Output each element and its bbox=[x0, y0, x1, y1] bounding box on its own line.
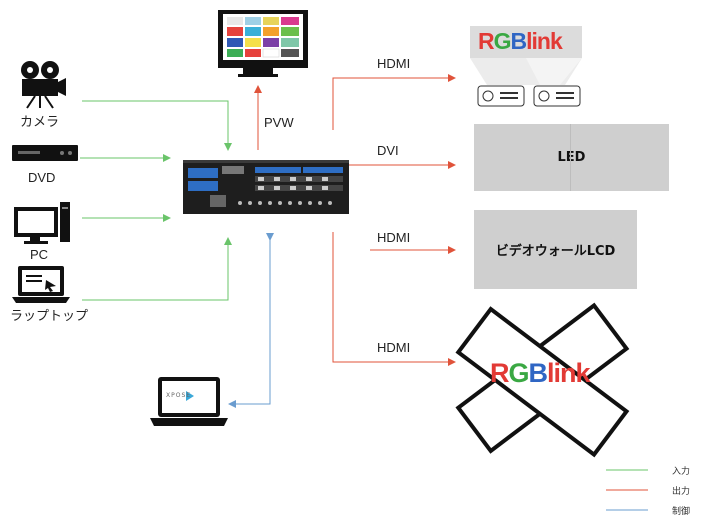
led-panel-seam bbox=[570, 124, 571, 191]
video-wall-lcd-panel: ビデオウォールLCD bbox=[474, 210, 637, 289]
output-signal-3: HDMI bbox=[377, 230, 411, 245]
output-line-4 bbox=[332, 232, 456, 366]
source-label-pc: PC bbox=[30, 247, 49, 262]
output-signal-2: DVI bbox=[377, 143, 399, 158]
source-label-dvd: DVD bbox=[28, 170, 56, 185]
output-line-1 bbox=[332, 74, 456, 130]
control-line bbox=[228, 233, 274, 408]
rgblink-logo-bottom: RGBlink bbox=[490, 358, 591, 388]
control-screen-text: XPOSE bbox=[166, 392, 192, 399]
pvw-label: PVW bbox=[264, 115, 294, 130]
led-panel: LED bbox=[474, 124, 669, 191]
source-label-camera: カメラ bbox=[20, 115, 60, 130]
legend-control: 制御 bbox=[672, 507, 691, 517]
source-label-laptop: ラップトップ bbox=[10, 309, 89, 324]
rgblink-logo-top: RGBlink bbox=[478, 28, 563, 54]
legend-output: 出力 bbox=[672, 487, 691, 497]
led-label: LED bbox=[557, 150, 586, 165]
output-signal-1: HDMI bbox=[377, 56, 411, 71]
input-line-camera bbox=[82, 100, 232, 151]
video-wall-lcd-label: ビデオウォールLCD bbox=[495, 244, 616, 259]
output-signal-4: HDMI bbox=[377, 340, 411, 355]
legend-input: 入力 bbox=[672, 467, 691, 477]
